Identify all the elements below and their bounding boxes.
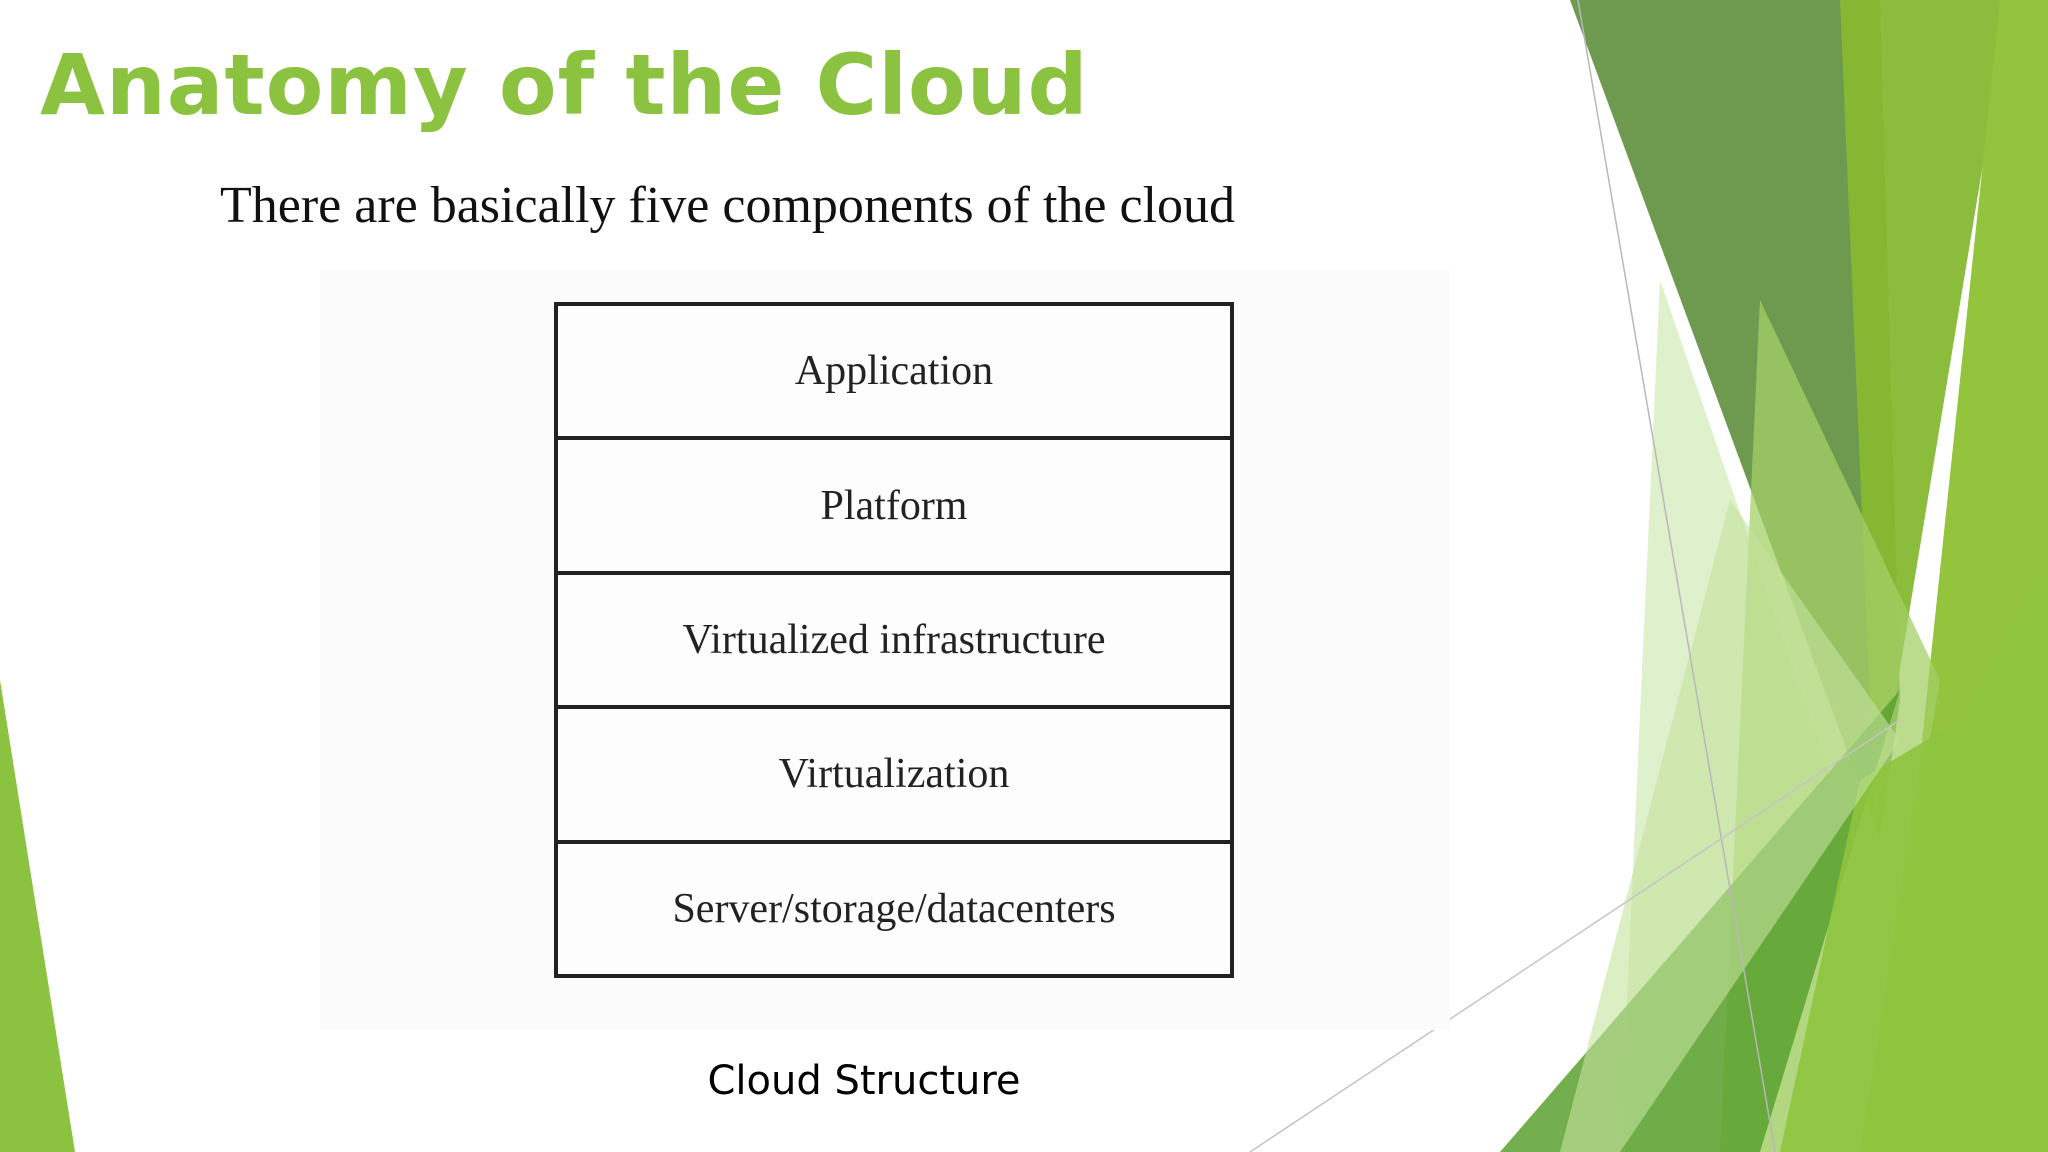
cloud-structure-diagram: Application Platform Virtualized infrast… — [554, 302, 1234, 978]
left-green-sliver — [0, 680, 75, 1152]
layer-platform: Platform — [558, 440, 1230, 574]
layer-virtualization: Virtualization — [558, 709, 1230, 843]
layer-virtualized-infrastructure: Virtualized infrastructure — [558, 575, 1230, 709]
layer-application: Application — [558, 306, 1230, 440]
slide-title: Anatomy of the Cloud — [40, 36, 1089, 134]
slide-subtitle: There are basically five components of t… — [220, 176, 1235, 235]
layer-server-storage-datacenters: Server/storage/datacenters — [558, 844, 1230, 974]
figure-caption: Cloud Structure — [707, 1058, 1020, 1104]
